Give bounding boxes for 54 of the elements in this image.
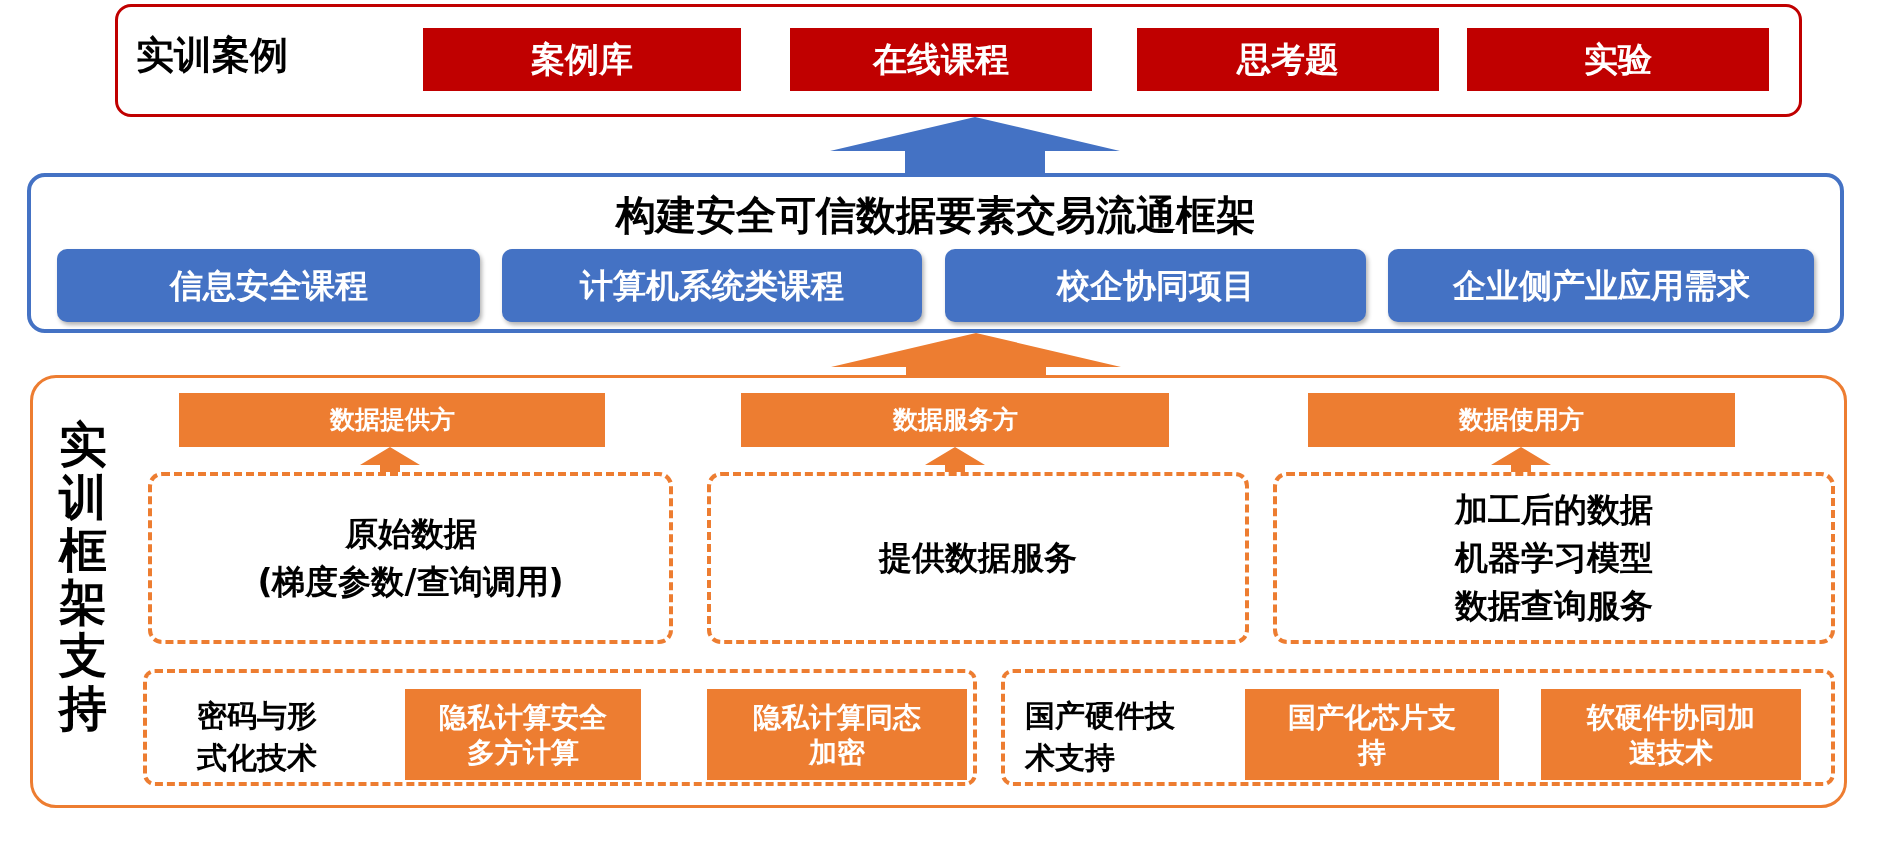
role-label: 数据使用方 xyxy=(1459,404,1584,436)
technology-tag xyxy=(1541,689,1801,780)
block-arrow xyxy=(925,447,985,472)
tag-label: 实验 xyxy=(1584,38,1652,81)
role-bar xyxy=(1308,393,1735,447)
card-text: 提供数据服务 xyxy=(879,537,1077,580)
block-arrow xyxy=(830,117,1120,173)
data-card xyxy=(148,472,673,644)
role-label: 数据服务方 xyxy=(892,404,1018,436)
technology-group xyxy=(1001,669,1835,786)
technology-tag xyxy=(707,689,967,780)
role-bar xyxy=(741,393,1169,447)
tag-label: 隐私计算安全多方计算 xyxy=(438,699,608,770)
card-text: 加工后的数据 xyxy=(1455,489,1653,532)
role-label: 数据提供方 xyxy=(329,404,455,436)
tag-label: 国产化芯片支持 xyxy=(1287,699,1457,770)
tag-label: 隐私计算同态加密 xyxy=(752,699,922,770)
course-tag xyxy=(1388,249,1814,322)
tag-label: 在线课程 xyxy=(873,38,1009,81)
card-text: (梯度参数/查询调用) xyxy=(257,561,564,603)
panel-heading: 实训案例 xyxy=(136,33,288,79)
panel-heading: 构建安全可信数据要素交易流通框架 xyxy=(614,191,1257,239)
block-arrow xyxy=(831,333,1121,375)
tag-label: 案例库 xyxy=(531,38,633,81)
block-arrow xyxy=(1491,447,1551,472)
tag-label: 软硬件协同加速技术 xyxy=(1585,699,1756,770)
data-card xyxy=(1273,472,1835,644)
technology-tag xyxy=(1245,689,1499,780)
technology-group xyxy=(143,669,977,786)
case-tag xyxy=(790,28,1092,91)
case-tag xyxy=(423,28,741,91)
tag-label: 企业侧产业应用需求 xyxy=(1452,264,1750,307)
block-arrow xyxy=(360,447,420,472)
tag-label: 信息安全课程 xyxy=(169,264,368,307)
course-tag xyxy=(945,249,1366,322)
tag-label: 思考题 xyxy=(1237,38,1339,81)
card-text: 数据查询服务 xyxy=(1455,584,1653,627)
group-heading: 国产硬件技术支持 xyxy=(1025,697,1176,777)
group-heading: 密码与形式化技术 xyxy=(197,697,318,777)
course-tag xyxy=(502,249,922,322)
case-panel xyxy=(115,4,1802,117)
role-bar xyxy=(179,393,605,447)
technology-tag xyxy=(405,689,641,780)
course-tag xyxy=(57,249,480,322)
panel-heading: 实训框架支持 xyxy=(59,418,107,735)
framework-panel xyxy=(27,173,1844,333)
case-tag xyxy=(1467,28,1769,91)
card-text: 机器学习模型 xyxy=(1455,537,1653,580)
case-tag xyxy=(1137,28,1439,91)
tag-label: 校企协同项目 xyxy=(1056,264,1255,307)
data-card xyxy=(707,472,1249,644)
support-panel xyxy=(30,375,1847,808)
card-text: 原始数据 xyxy=(344,513,477,556)
tag-label: 计算机系统类课程 xyxy=(580,264,844,307)
